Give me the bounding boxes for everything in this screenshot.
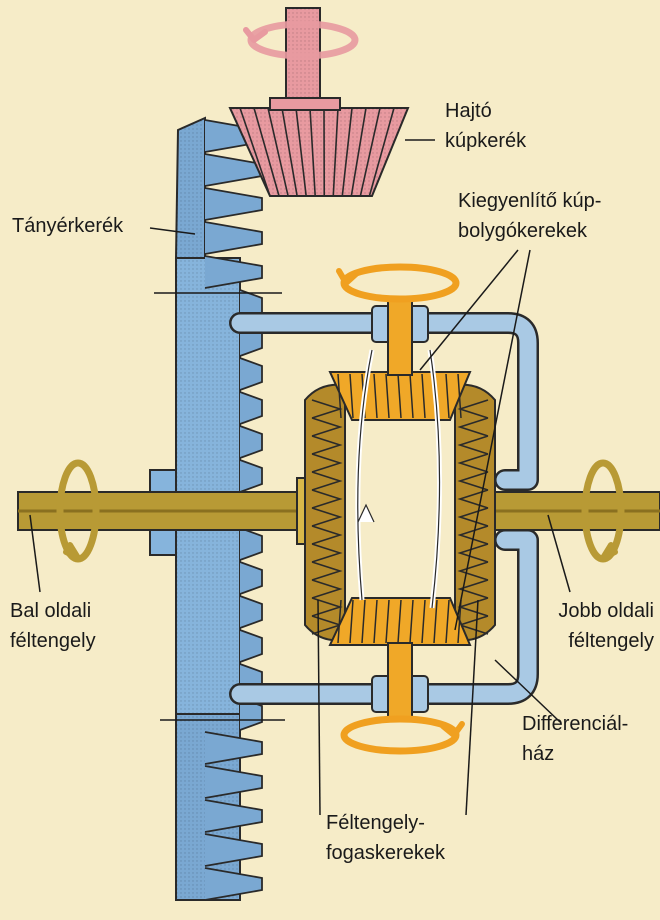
label-right-half-shaft-line1: Jobb oldali [558,600,654,622]
rotation-arrow-icon [56,20,625,755]
label-planet-gears: Kiegyenlítő kúp- bolygókerekek [458,186,601,246]
label-side-gears-line2: fogaskerekek [326,842,445,864]
label-left-half-shaft-line2: féltengely [10,630,96,652]
label-drive-pinion-line1: Hajtó [445,100,492,122]
label-differential-housing-line1: Differenciál- [522,713,629,735]
label-ring-gear: Tányérkerék [12,215,124,237]
label-left-half-shaft-line1: Bal oldali [10,600,92,622]
label-drive-pinion: Hajtó kúpkerék [445,96,526,156]
label-right-half-shaft-line2: féltengely [568,630,654,652]
label-side-gears: Féltengely- fogaskerekek [326,808,445,868]
planet-gears [328,299,472,719]
label-planet-gears-line1: Kiegyenlítő kúp- [458,190,602,212]
label-differential-housing: Differenciál- ház [522,709,628,769]
label-drive-pinion-line2: kúpkerék [445,130,527,152]
label-differential-housing-line2: ház [522,743,555,765]
leader-lines [29,139,571,816]
label-side-gears-line1: Féltengely- [326,812,425,834]
label-right-half-shaft: Jobb oldali féltengely [558,596,654,656]
label-left-half-shaft: Bal oldali féltengely [10,596,96,656]
label-planet-gears-line2: bolygókerekek [458,220,587,242]
